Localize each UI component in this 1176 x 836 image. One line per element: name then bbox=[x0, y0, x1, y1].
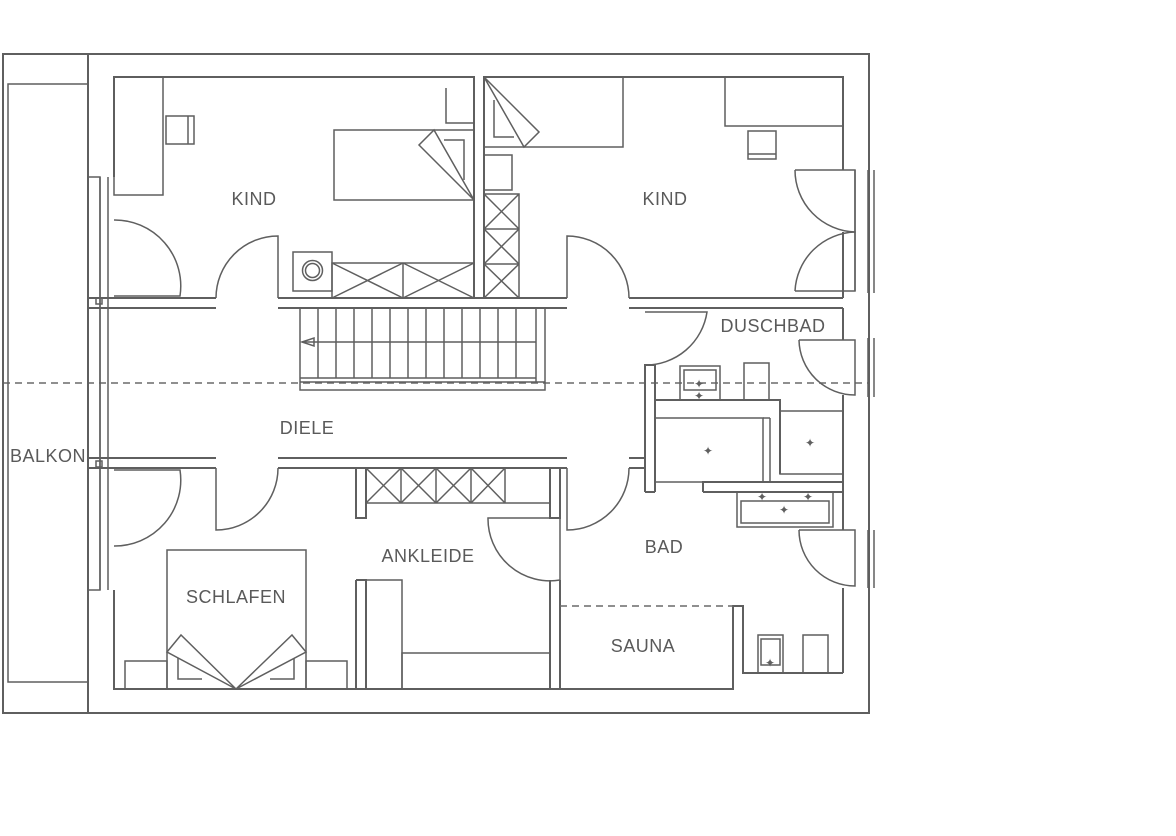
staircase bbox=[299, 307, 546, 391]
bathtub bbox=[654, 417, 764, 483]
washing-machine bbox=[292, 251, 333, 292]
label-sauna: SAUNA bbox=[611, 636, 676, 656]
label-ankleide: ANKLEIDE bbox=[381, 546, 474, 566]
door-bad bbox=[566, 467, 630, 531]
svg-text:✦: ✦ bbox=[779, 503, 789, 517]
toilet-duschbad bbox=[743, 362, 770, 401]
svg-text:✦: ✦ bbox=[703, 444, 713, 458]
double-bed bbox=[166, 549, 307, 690]
doors bbox=[113, 219, 708, 582]
door-kind-balcony bbox=[113, 219, 182, 297]
label-schlafen: SCHLAFEN bbox=[186, 587, 286, 607]
svg-text:✦: ✦ bbox=[757, 490, 767, 504]
label-diele: DIELE bbox=[280, 418, 335, 438]
label-kind-right: KIND bbox=[642, 189, 687, 209]
door-kind-right bbox=[566, 235, 630, 299]
right-windows bbox=[794, 169, 875, 588]
stair-direction-arrow bbox=[299, 336, 315, 348]
shelf-ankleide bbox=[365, 579, 403, 690]
furniture-bad: ✦ ✦ ✦ ✦ ✦ bbox=[654, 417, 834, 674]
nightstand-right bbox=[305, 660, 348, 690]
wardrobe-right bbox=[483, 193, 520, 299]
svg-text:✦: ✦ bbox=[765, 656, 775, 670]
label-bad: BAD bbox=[645, 537, 684, 557]
toilet-bad bbox=[757, 634, 784, 674]
interior-walls bbox=[88, 297, 843, 690]
door-schlafen bbox=[215, 467, 279, 531]
svg-text:✦: ✦ bbox=[803, 490, 813, 504]
svg-text:✦: ✦ bbox=[694, 377, 704, 391]
furniture-kind-left bbox=[113, 76, 475, 299]
desk bbox=[113, 76, 164, 196]
svg-text:✦: ✦ bbox=[805, 436, 815, 450]
desk-right bbox=[724, 76, 844, 127]
nightstand-left bbox=[124, 660, 168, 690]
label-duschbad: DUSCHBAD bbox=[720, 316, 825, 336]
furniture-schlafen bbox=[124, 549, 348, 690]
door-schlafen-balcony bbox=[113, 469, 182, 547]
outer-envelope bbox=[2, 53, 870, 714]
door-ankleide bbox=[487, 517, 561, 582]
chair-right bbox=[747, 130, 777, 160]
svg-text:✦: ✦ bbox=[694, 389, 704, 403]
label-kind-left: KIND bbox=[231, 189, 276, 209]
bed bbox=[333, 129, 475, 201]
shower bbox=[779, 410, 844, 475]
bed-right bbox=[483, 76, 624, 148]
double-sink bbox=[736, 491, 834, 528]
door-kind-left bbox=[215, 235, 279, 299]
balcony-windows bbox=[87, 176, 109, 591]
furniture-kind-right bbox=[483, 76, 844, 299]
bidet bbox=[802, 634, 829, 674]
furniture-ankleide bbox=[365, 467, 551, 690]
bench-ankleide bbox=[401, 652, 551, 690]
wardrobe-ankleide bbox=[365, 467, 551, 504]
sink-duschbad bbox=[679, 365, 721, 401]
door-duschbad bbox=[644, 311, 708, 366]
furniture-duschbad: ✦ ✦ ✦ bbox=[679, 362, 844, 475]
room-labels: KIND KIND DUSCHBAD BALKON DIELE ANKLEIDE… bbox=[10, 189, 825, 656]
label-balkon: BALKON bbox=[10, 446, 86, 466]
chair bbox=[165, 115, 195, 145]
